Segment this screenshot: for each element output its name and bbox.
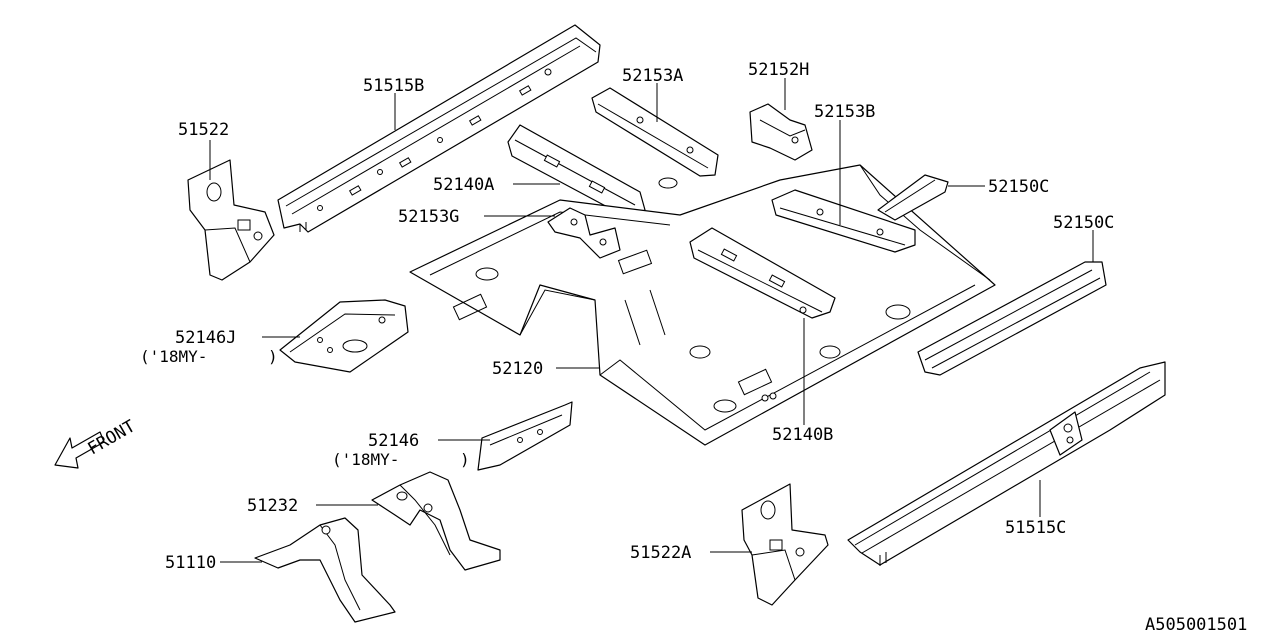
label-52150c-lower: 52150C [1053,213,1114,233]
label-52153b: 52153B [814,102,875,122]
label-51515b: 51515B [363,76,424,96]
label-51110: 51110 [165,553,216,573]
part-51515b [277,24,601,233]
part-52153g [547,207,621,259]
part-52150c-lower [917,261,1107,376]
part-51110 [254,517,396,623]
label-52150c-upper: 52150C [988,177,1049,197]
label-52152h: 52152H [748,60,809,80]
part-52153b [771,189,916,253]
label-52140b: 52140B [772,425,833,445]
diagram-code: A505001501 [1145,615,1247,635]
label-52153a: 52153A [622,66,683,86]
leader-lines [209,78,1094,563]
label-52153g: 52153G [398,207,459,227]
part-52152h [749,103,813,161]
label-51522a: 51522A [630,543,691,563]
front-label: FRONT [85,416,139,459]
part-52146j [279,299,409,373]
part-52150c-upper [877,174,949,221]
part-51515c [847,361,1166,566]
label-51522: 51522 [178,120,229,140]
label-52146j-note: ('18MY- [140,347,207,366]
part-52140b [689,227,836,319]
label-51515c: 51515C [1005,518,1066,538]
part-51522 [187,159,275,281]
label-51232: 51232 [247,496,298,516]
label-52146j: 52146J [175,328,236,348]
part-52140a [507,124,646,219]
part-52153a [591,87,719,177]
part-52146 [477,401,573,471]
label-52146-note: ('18MY- [332,450,399,469]
label-52146-paren: ) [460,450,470,469]
front-arrow-icon [54,431,105,469]
label-52140a: 52140A [433,175,494,195]
part-51232 [371,471,501,571]
label-52146: 52146 [368,431,419,451]
part-51522a [741,483,829,606]
label-52120: 52120 [492,359,543,379]
label-52146j-paren: ) [268,347,278,366]
